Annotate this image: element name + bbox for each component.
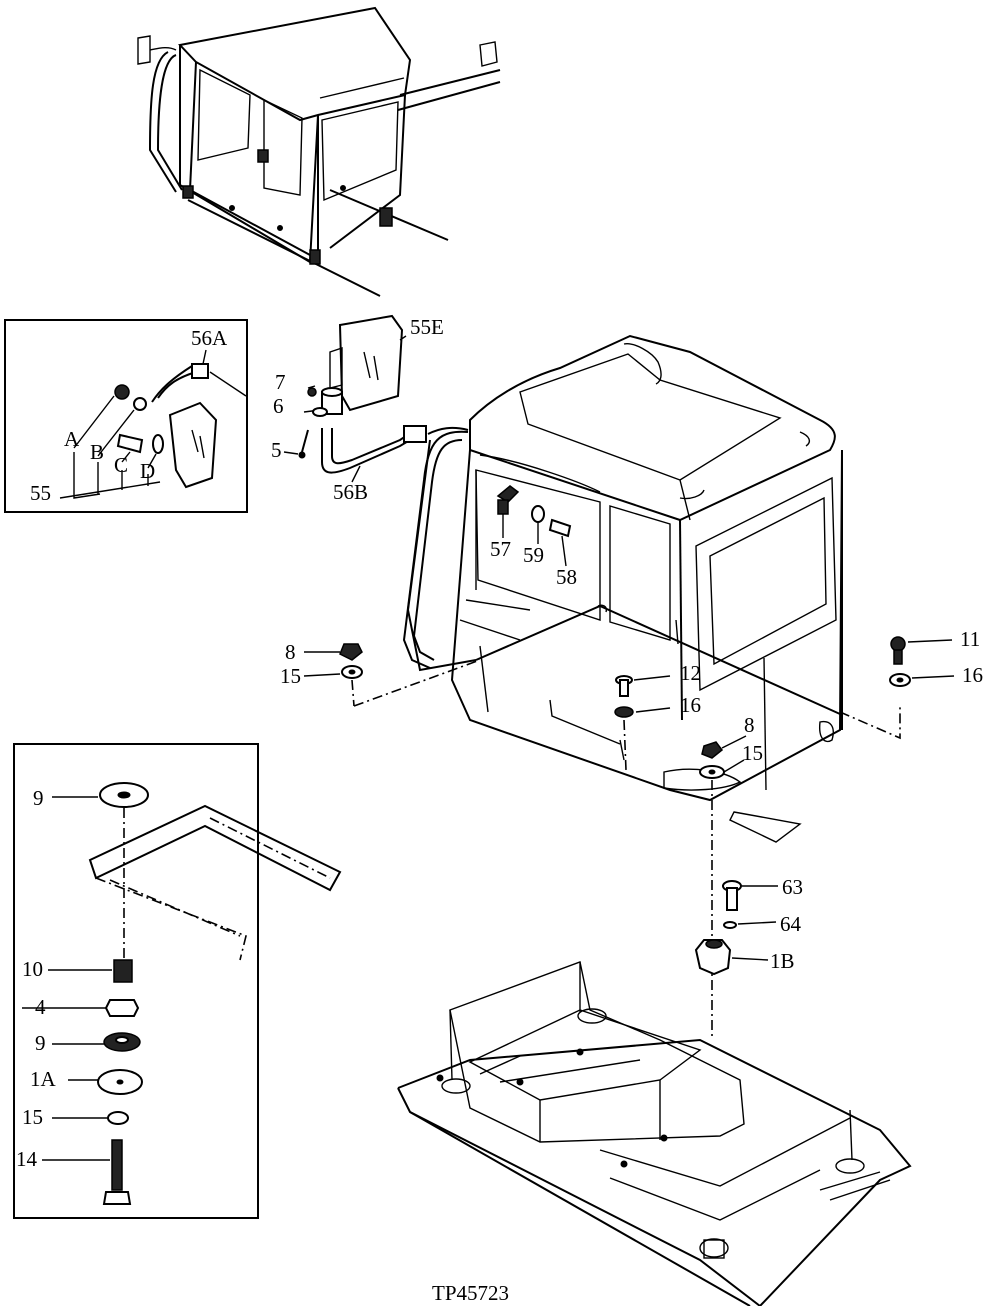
callout-15-center: 15 [742,741,763,765]
figure-id: TP45723 [432,1281,509,1305]
callout-D: D [140,459,155,483]
callout-12: 12 [680,661,701,685]
callout-16-upper-right: 16 [962,663,983,687]
callout-59: 59 [523,543,544,567]
callout-58: 58 [556,565,577,589]
callout-1A: 1A [30,1067,57,1091]
callout-5: 5 [271,438,282,462]
callout-A: A [64,427,80,451]
callout-10: 10 [22,957,43,981]
right-mount-fasteners [889,636,955,687]
callout-8-center: 8 [744,713,755,737]
callout-B: B [90,440,104,464]
isolator-mount-assembly [694,780,778,1040]
callout-16-center: 16 [680,693,701,717]
callout-14: 14 [16,1147,38,1171]
center-mount-fasteners [614,675,747,779]
mount-detail-inset [13,743,342,1219]
callout-55: 55 [30,481,51,505]
mirror-detail-inset [4,319,248,513]
callout-15-upper-left: 15 [280,664,301,688]
callout-56B: 56B [333,480,368,504]
callout-9-top: 9 [33,786,44,810]
callout-56A: 56A [191,326,228,350]
cab-assembly-illustration [353,334,901,843]
callout-63: 63 [782,875,803,899]
mirror-arm-assembly [298,314,469,474]
callout-57: 57 [490,537,511,561]
callout-8-upper-left: 8 [285,640,296,664]
cab-overview-illustration [137,6,501,297]
callout-15-inset: 15 [22,1105,43,1129]
callout-C: C [114,453,128,477]
upper-structure-deck [397,961,912,1306]
callout-7: 7 [275,370,286,394]
left-mount-fasteners [303,643,363,707]
callout-6: 6 [273,394,284,418]
callout-11: 11 [960,627,980,651]
callout-4: 4 [35,995,46,1019]
callout-64: 64 [780,912,802,936]
callout-1B: 1B [770,949,795,973]
callout-55E: 55E [410,315,444,339]
callout-9-lower: 9 [35,1031,46,1055]
